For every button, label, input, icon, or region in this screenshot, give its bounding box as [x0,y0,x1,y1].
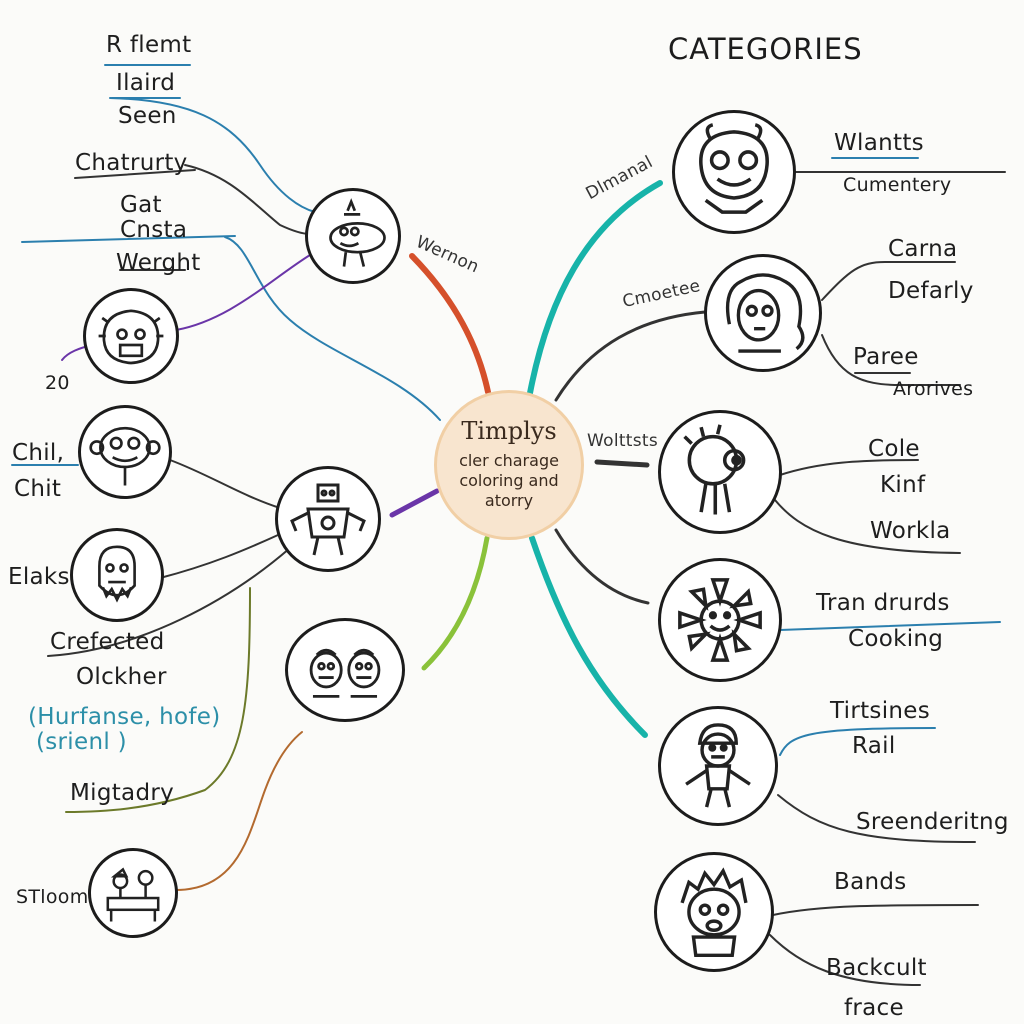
girl-curly-hair-icon [725,273,805,353]
label-arorives: Arorives [893,378,974,400]
node-girl-curly-hair[interactable] [704,254,822,372]
node-bearded-man[interactable] [70,528,164,622]
twin-characters-icon [309,648,381,698]
label-tran-drurds: Tran drurds [816,590,950,616]
label-chatrurty: Chatrurty [75,150,188,176]
node-lion-face[interactable] [83,288,179,384]
branch-line-teal-bottom [529,535,648,738]
label-stloom: STloom [16,886,89,908]
node-boy-character[interactable] [658,706,778,826]
bird-character-icon [329,198,386,267]
branch-line-dark-right [594,459,650,468]
label-workla: Workla [870,518,951,544]
label-defarly: Defarly [888,278,974,304]
node-kids-at-desk[interactable] [88,848,178,938]
branch-line-red [409,253,491,395]
monkey-face-icon [89,426,161,486]
node-mask-face[interactable] [672,110,796,234]
branch-line-purple [389,488,440,518]
node-monkey-face[interactable] [78,405,172,499]
label-carna: Carna [888,236,958,262]
label-frace: frace [844,995,904,1021]
label-20: 20 [45,372,70,394]
robot-figure-icon [290,483,366,556]
label-werght: Werght [116,250,201,276]
sunflower-face-icon [678,578,762,662]
label-paree: Paree [853,344,919,370]
label-hurfanse-hofe: (Hurfanse, hofe) [28,704,221,730]
node-twin-characters[interactable] [285,618,405,722]
label-r-flemt: R flemt [106,32,192,58]
node-sunflower-face[interactable] [658,558,782,682]
label-elaks: Elaks [8,564,70,590]
label-migtadry: Migtadry [70,780,175,806]
label-srienl: (srienl ) [36,729,127,755]
categories-title: CATEGORIES [668,32,863,66]
branch-line-dark-upper [554,310,707,402]
center-node[interactable]: Timplys cler charage coloring and atorry [434,390,584,540]
node-fuzzy-creature[interactable] [658,410,782,534]
label-rail: Rail [852,733,896,759]
label-seen: Seen [118,103,177,129]
label-cooking: Cooking [848,626,944,652]
center-subtitle: cler charage coloring and atorry [459,451,559,510]
lion-face-icon [98,309,164,365]
mask-face-icon [699,123,769,214]
branch-line-lime [421,535,490,671]
boy-character-icon [685,723,751,808]
node-wild-hair-kid[interactable] [654,852,774,972]
kids-at-desk-icon [106,867,160,922]
center-title: Timplys [461,417,557,445]
fuzzy-creature-icon [683,424,746,515]
label-cumentery: Cumentery [843,174,952,196]
node-bird-character[interactable] [305,188,401,284]
label-gat: Gat [120,192,162,218]
bearded-man-icon [98,545,136,603]
label-crefected: Crefected [50,629,165,655]
label-sreenderitng: Sreenderitng [856,809,1009,835]
label-bands: Bands [834,869,907,895]
label-chit: Chit [14,476,62,502]
branch-label-mid-right: Wolttsts [587,431,659,451]
label-cole: Cole [868,436,920,462]
label-olckher: Olckher [76,664,167,690]
label-wlantts: Wlantts [834,130,924,156]
node-robot-figure[interactable] [275,466,381,572]
label-backcult: Backcult [826,955,927,981]
label-ilaird: Ilaird [116,70,176,96]
branch-line-teal-top [527,180,663,396]
label-cnsta: Cnsta [120,217,188,243]
label-chil: Chil, [12,440,65,466]
label-tirtsines: Tirtsines [830,698,930,724]
label-kinf: Kinf [880,472,926,498]
wild-hair-kid-icon [680,867,748,958]
branch-line-dark-lower [554,528,650,605]
